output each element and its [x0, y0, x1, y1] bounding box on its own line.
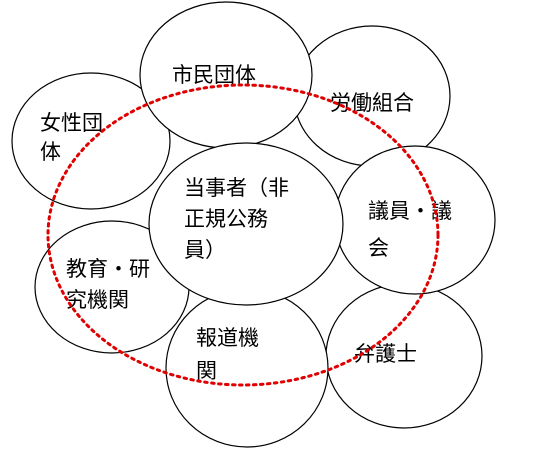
node-josei-dantai-line-1: 女性団 [40, 111, 103, 135]
node-toujisha-label: 当事者（非 正規公務 員） [184, 176, 296, 262]
node-shimin-dantai-line-1: 市民団体 [172, 63, 256, 87]
node-houdou-kikan: 報道機 関 [165, 288, 329, 448]
node-kyouiku-kenkyuu-kikan: 教育・研 究機関 [34, 220, 190, 354]
node-houdou-kikan-line-1: 報道機 [196, 326, 259, 350]
node-bengoshi-line-1: 弁護士 [354, 342, 417, 366]
node-giin-gikai-line-1: 議員・議 [368, 199, 452, 223]
node-bengoshi-label: 弁護士 [354, 342, 417, 366]
node-shimin-dantai-label: 市民団体 [172, 63, 256, 87]
node-shimin-dantai: 市民団体 [139, 1, 313, 149]
node-houdou-kikan-circle [165, 288, 329, 448]
node-roudou-kumiai-line-1: 労働組合 [330, 91, 414, 115]
node-kyouiku-kenkyuu-kikan-line-1: 教育・研 [66, 257, 150, 281]
node-houdou-kikan-line-2: 関 [196, 359, 217, 383]
node-toujisha-circle [148, 142, 344, 306]
node-houdou-kikan-label: 報道機 関 [196, 326, 266, 383]
node-toujisha-line-1: 当事者（非 [184, 176, 289, 200]
node-roudou-kumiai-label: 労働組合 [330, 91, 414, 115]
node-roudou-kumiai: 労働組合 [293, 25, 451, 167]
node-toujisha-line-2: 正規公務 [184, 207, 268, 231]
node-kyouiku-kenkyuu-kikan-line-2: 究機関 [66, 288, 129, 312]
node-bengoshi: 弁護士 [325, 283, 483, 429]
node-kyouiku-kenkyuu-kikan-label: 教育・研 究機関 [66, 257, 157, 312]
dotted-ring [46, 83, 440, 387]
node-giin-gikai-line-2: 会 [368, 236, 389, 260]
node-josei-dantai-label: 女性団 体 [40, 111, 110, 164]
node-toujisha: 当事者（非 正規公務 員） [148, 142, 344, 306]
node-toujisha-line-3: 員） [184, 238, 226, 262]
node-josei-dantai-line-2: 体 [40, 140, 61, 164]
node-giin-gikai: 議員・議 会 [334, 145, 496, 295]
